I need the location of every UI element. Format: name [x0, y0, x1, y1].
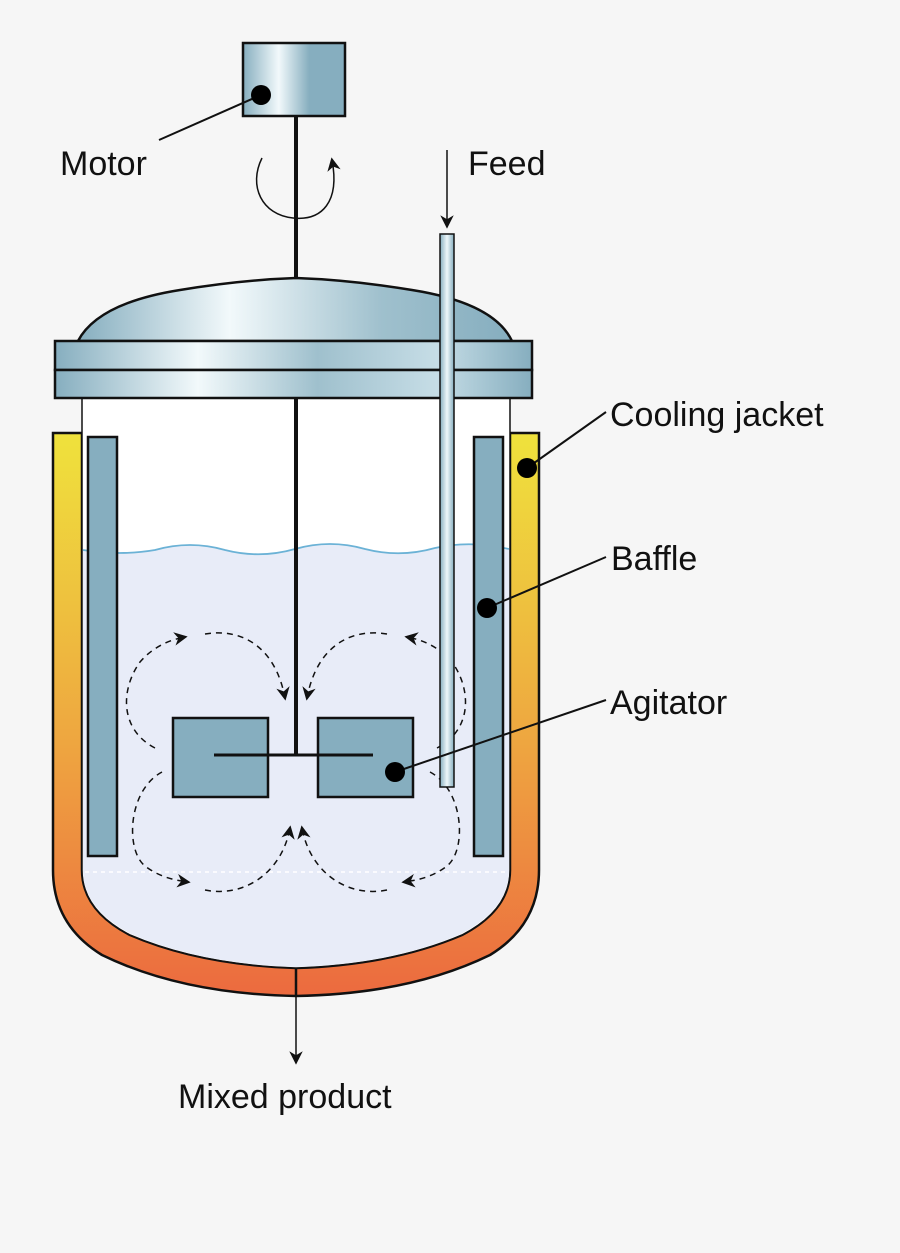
impeller-blade-left: [171, 716, 270, 799]
baffle-callout-dot: [477, 598, 497, 618]
rotation-arrow-icon: [255, 157, 341, 219]
cooling-jacket-label: Cooling jacket: [610, 396, 824, 434]
cooling-jacket-callout-dot: [517, 458, 537, 478]
mixed-product-label: Mixed product: [178, 1078, 392, 1116]
baffle-label: Baffle: [611, 540, 698, 578]
impeller-blade-right: [316, 716, 415, 799]
agitator-callout-dot: [385, 762, 405, 782]
motor-label: Motor: [60, 145, 147, 183]
flow-circulation: [125, 632, 467, 893]
leader-lines: [158, 94, 607, 773]
motor-callout-dot: [251, 85, 271, 105]
agitator-label: Agitator: [610, 684, 728, 722]
vessel-flange-top: [53, 339, 534, 372]
right-baffle: [472, 435, 505, 858]
feed-label: Feed: [468, 145, 546, 183]
feed-pipe: [439, 233, 455, 788]
left-baffle: [86, 435, 119, 858]
vessel-lid-dome: [75, 276, 514, 343]
motor: [241, 41, 347, 118]
vessel-flange-bottom: [53, 368, 534, 400]
